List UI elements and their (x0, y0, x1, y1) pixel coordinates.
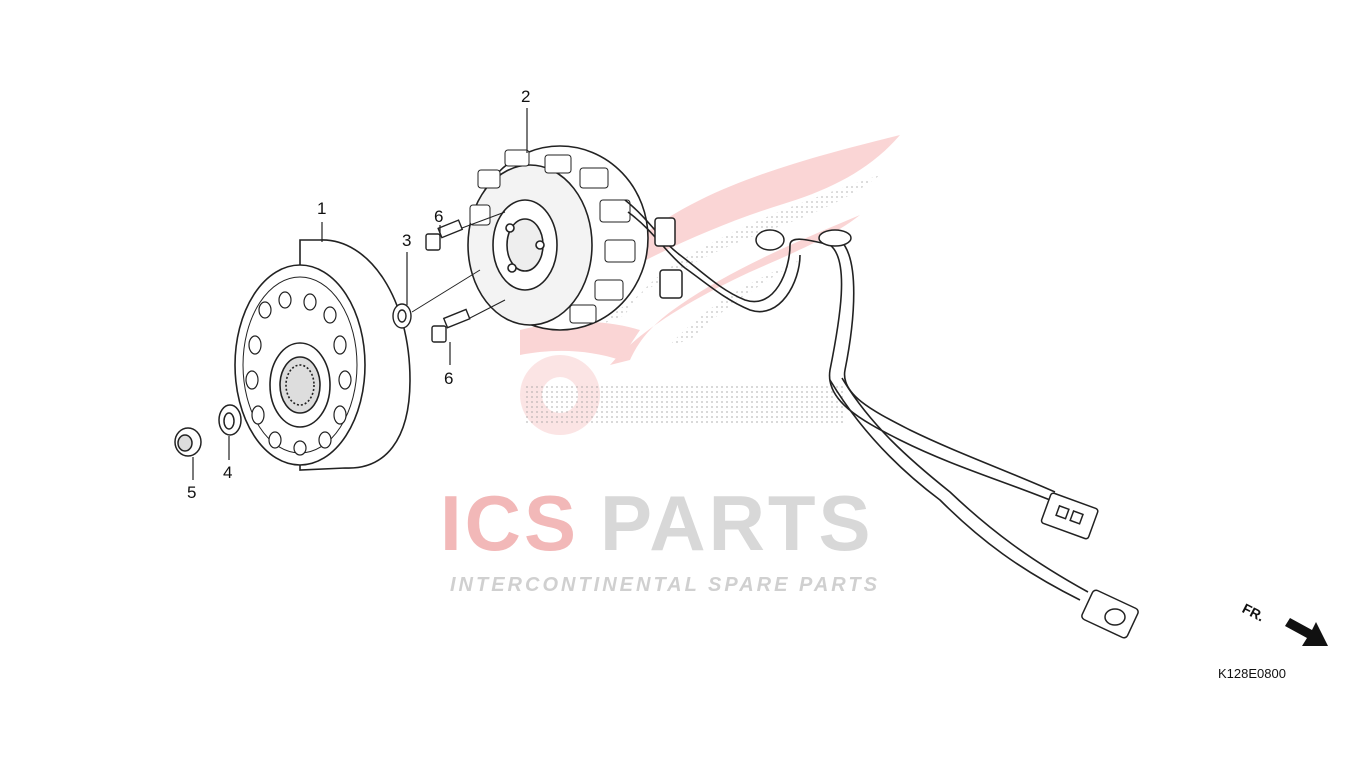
connector-coupler-a (1040, 492, 1099, 540)
stator-coil (467, 145, 649, 331)
harness-clamp (654, 217, 852, 299)
callout-part-5: 5 (187, 483, 197, 502)
honda-wordmark-watermark (525, 385, 845, 425)
assembly-lines (411, 211, 506, 319)
callout-part-4: 4 (223, 463, 233, 482)
callout-part-6-upper: 6 (434, 207, 444, 226)
flywheel-rotor (234, 239, 411, 471)
front-direction-arrow (1285, 618, 1328, 646)
bolt-upper (425, 219, 464, 251)
flange-nut (174, 427, 202, 457)
watermark-ics: ICS (440, 479, 580, 567)
bolt-lower (431, 308, 471, 343)
watermark-tagline: INTERCONTINENTAL SPARE PARTS (450, 574, 880, 596)
connector-coupler-b (1081, 589, 1139, 639)
watermark-parts: PARTS (600, 479, 874, 567)
leader-lines (192, 108, 528, 480)
callout-part-6-lower: 6 (444, 369, 454, 388)
callout-part-1: 1 (317, 199, 327, 218)
diagram-code: K128E0800 (1218, 666, 1286, 681)
callout-part-3: 3 (402, 231, 412, 250)
washer (218, 404, 242, 436)
callout-part-2: 2 (521, 87, 531, 106)
flat-washer (392, 303, 412, 329)
